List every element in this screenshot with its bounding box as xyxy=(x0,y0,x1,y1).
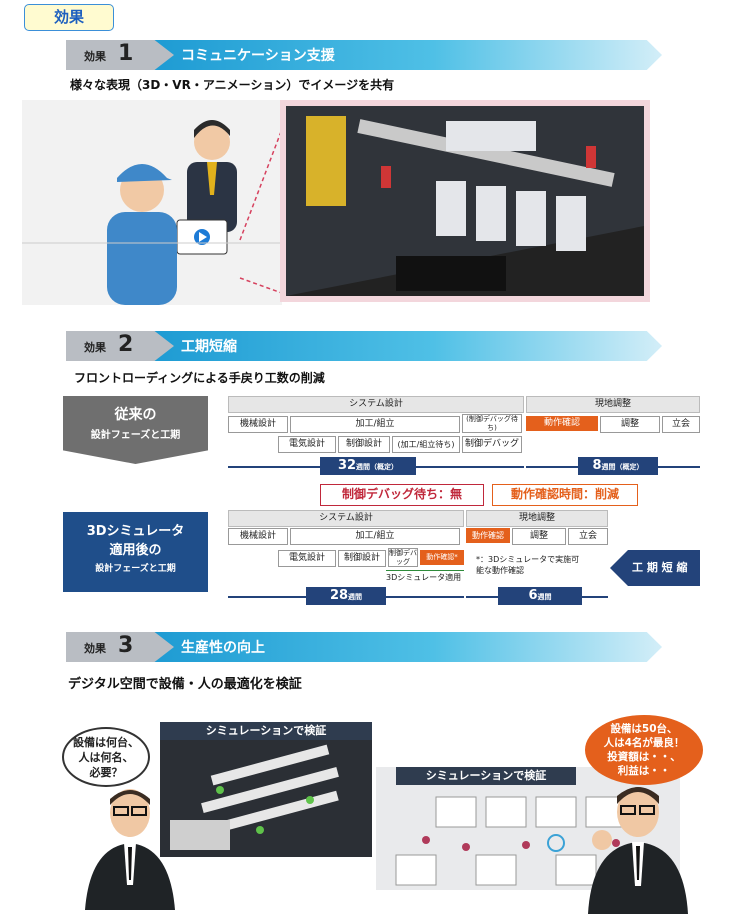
sim-screen-left: シミュレーションで検証 xyxy=(160,722,372,857)
sim-header: シミュレーションで検証 xyxy=(396,767,576,785)
sim-sub: 設計フェーズと工期 xyxy=(95,564,176,574)
task-mech: 機械設計 xyxy=(228,528,288,545)
effect2-subtitle: フロントローディングによる手戻り工数の削減 xyxy=(74,371,325,385)
effect2-banner: 効果 2 工期短縮 xyxy=(66,331,662,361)
effect-number: 2 xyxy=(118,332,134,357)
weeks-6: 6 xyxy=(528,588,538,603)
task-debug: 制御デバッグ xyxy=(462,436,522,453)
task-ctrl: 制御設計 xyxy=(338,436,390,453)
effect-label: 効果 xyxy=(84,50,106,63)
effect1-banner: 効果 1 コミュニケーション支援 xyxy=(66,40,662,70)
phase-onsite: 現地調整 xyxy=(526,396,700,413)
sim-title2: 適用後の xyxy=(109,543,162,558)
conventional-gantt: システム設計 現地調整 機械設計 加工/組立 (制御デバッグ待ち) 動作確認 調… xyxy=(228,396,700,480)
task-proc: 加工/組立 xyxy=(290,528,460,545)
task-ctrl: 制御設計 xyxy=(338,550,386,567)
weeks-8: 8 xyxy=(592,458,602,473)
task-opcheck: 動作確認 xyxy=(466,528,510,543)
phase-system-design: システム設計 xyxy=(228,396,524,413)
weeks-28: 28 xyxy=(329,588,349,603)
effect1-subtitle: 様々な表現（3D・VR・アニメーション）でイメージを共有 xyxy=(70,78,395,92)
effect3-banner: 効果 3 生産性の向上 xyxy=(66,632,662,662)
task-attend: 立会 xyxy=(568,528,608,545)
simulator-gantt: システム設計 現地調整 機械設計 加工/組立 動作確認 調整 立会 電気設計 制… xyxy=(228,510,700,606)
task-elec: 電気設計 xyxy=(278,436,336,453)
effect-label: 効果 xyxy=(84,341,106,354)
task-proc: 加工/組立 xyxy=(290,416,460,433)
answer-bubble: 設備は50台、人は4名が最良！投資額は・・、利益は・・ xyxy=(585,715,703,785)
meeting-icon xyxy=(22,120,282,305)
section-badge: 効果 xyxy=(24,4,114,31)
effect-number: 1 xyxy=(118,41,134,66)
question-bubble: 設備は何台、人は何名、必要？ xyxy=(62,727,150,787)
effect1-title: コミュニケーション支援 xyxy=(181,48,335,64)
conventional-title: 従来の xyxy=(114,407,157,423)
task-procwait: (加工/組立待ち) xyxy=(392,436,460,453)
shorten-arrow: 工 期 短 縮 xyxy=(610,550,700,586)
sim-title1: 3Dシミュレータ xyxy=(86,524,185,539)
effect3-title: 生産性の向上 xyxy=(181,640,265,656)
effect-label: 効果 xyxy=(84,642,106,655)
effect3-subtitle: デジタル空間で設備・人の最適化を検証 xyxy=(68,677,302,692)
effect2-title: 工期短縮 xyxy=(181,339,237,355)
callout-no-wait: 制御デバッグ待ち：無 xyxy=(320,484,484,506)
phase-onsite: 現地調整 xyxy=(466,510,608,527)
weeks-32: 32 xyxy=(337,458,357,473)
task-opcheck2: 動作確認* xyxy=(420,550,464,565)
task-adjust: 調整 xyxy=(600,416,660,433)
businessman-left-icon xyxy=(85,789,175,910)
task-debug2: 制御デバッグ xyxy=(388,548,418,567)
conventional-sub: 設計フェーズと工期 xyxy=(90,430,181,441)
sim-applied-label: 3Dシミュレータ適用 xyxy=(386,573,462,582)
task-wait: (制御デバッグ待ち) xyxy=(462,414,522,433)
effect-number: 3 xyxy=(118,633,134,658)
people-illustration xyxy=(22,100,282,305)
sim-header: シミュレーションで検証 xyxy=(160,722,372,740)
task-opcheck: 動作確認 xyxy=(526,416,598,431)
task-attend: 立会 xyxy=(662,416,700,433)
task-elec: 電気設計 xyxy=(278,550,336,567)
sim-note: *：3Dシミュレータで実施可能な動作確認 xyxy=(476,555,580,575)
callout-reduced: 動作確認時間：削減 xyxy=(492,484,638,506)
businessman-right-icon xyxy=(588,787,688,914)
phase-system-design: システム設計 xyxy=(228,510,464,527)
simulator-label: 3Dシミュレータ 適用後の 設計フェーズと工期 xyxy=(63,512,208,592)
task-adjust: 調整 xyxy=(512,528,566,545)
factory-3d-render xyxy=(280,100,650,302)
conventional-label: 従来の 設計フェーズと工期 xyxy=(63,396,208,464)
task-mech: 機械設計 xyxy=(228,416,288,433)
